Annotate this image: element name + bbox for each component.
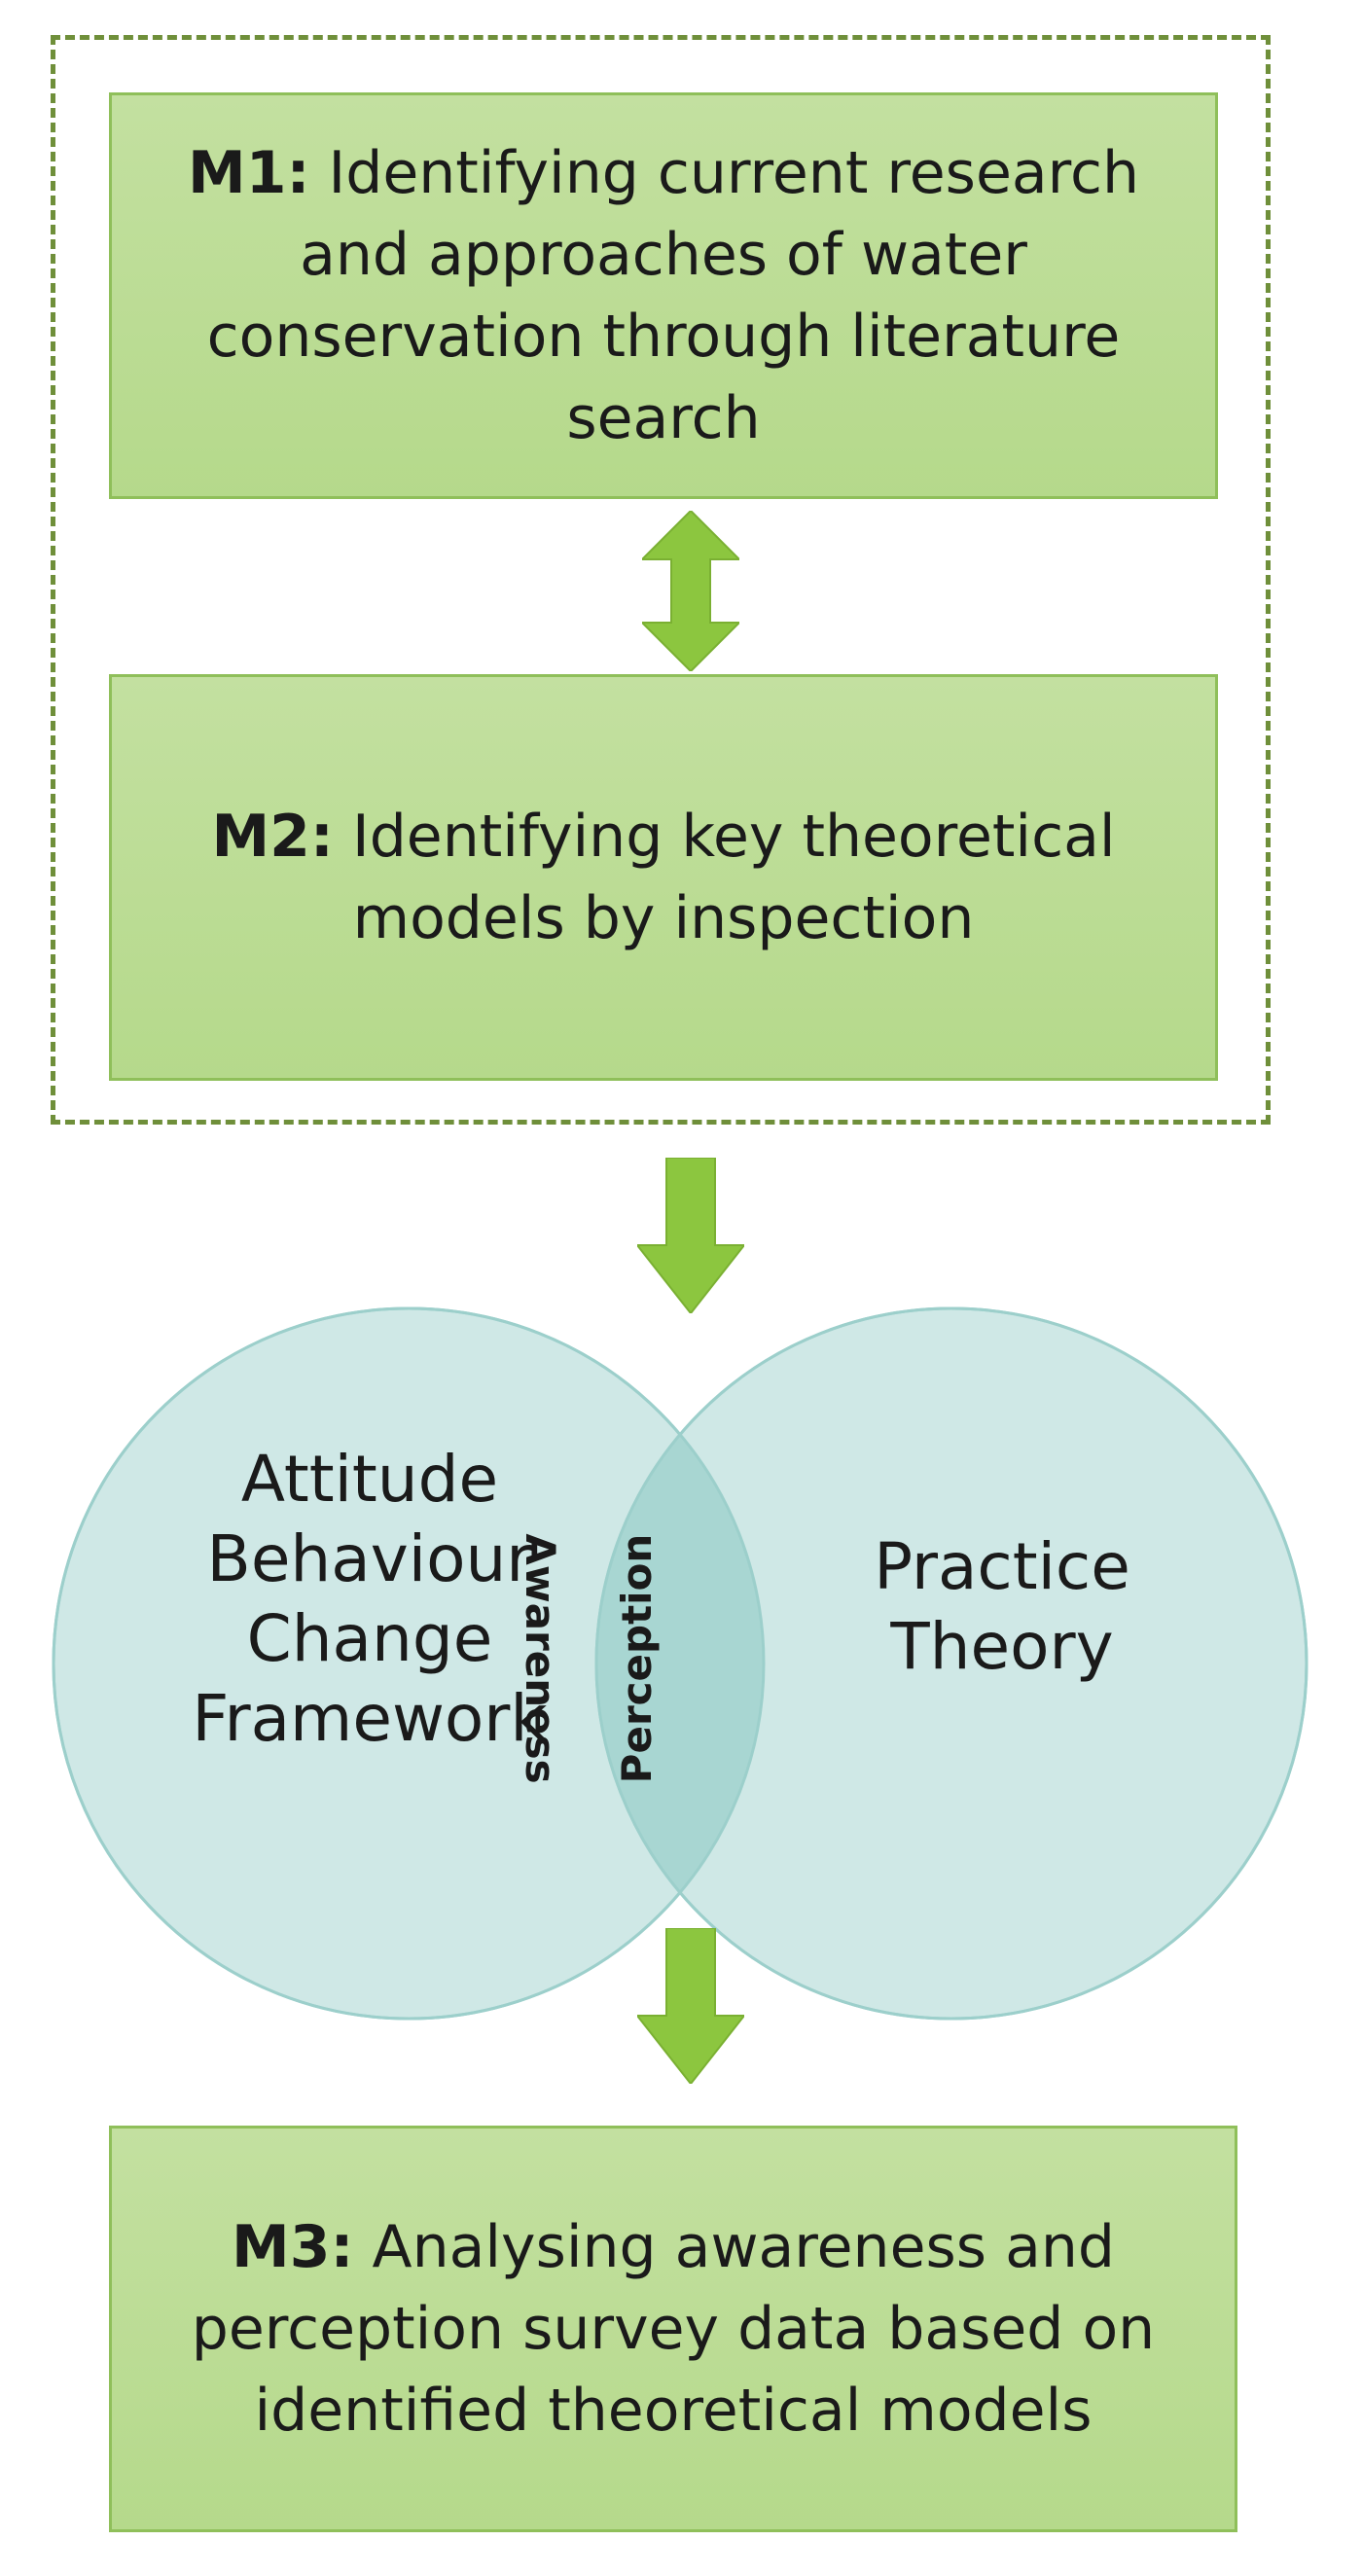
step-m3-content: M3: Analysing awareness and perception s…	[131, 2206, 1215, 2451]
step-m3-text: Analysing awareness and perception surve…	[191, 2213, 1156, 2445]
down-arrow-icon	[637, 1158, 744, 1313]
overlap-label-awareness: Awareness	[517, 1533, 564, 1784]
step-m3-box: M3: Analysing awareness and perception s…	[109, 2126, 1237, 2532]
step-m1-box: M1: Identifying current research and app…	[109, 92, 1218, 499]
step-m2-text: Identifying key theoretical models by in…	[352, 803, 1116, 952]
step-m3-id: M3:	[232, 2213, 354, 2281]
step-m2-id: M2:	[211, 803, 334, 871]
step-m2-box: M2: Identifying key theoretical models b…	[109, 674, 1218, 1081]
grouping-frame	[51, 35, 1271, 1125]
step-m2-content: M2: Identifying key theoretical models b…	[131, 796, 1196, 959]
overlap-label-perception: Perception	[613, 1533, 661, 1784]
venn-left-label: Attitude Behaviour Change Framework	[192, 1442, 548, 1756]
step-m1-id: M1:	[188, 139, 310, 207]
double-arrow-icon	[642, 511, 739, 671]
venn-diagram	[52, 1306, 1308, 2021]
step-m1-content: M1: Identifying current research and app…	[131, 132, 1196, 459]
venn-right-label: Practice Theory	[874, 1529, 1130, 1684]
down-arrow-icon	[637, 1928, 744, 2084]
step-m1-text: Identifying current research and approac…	[206, 139, 1139, 452]
